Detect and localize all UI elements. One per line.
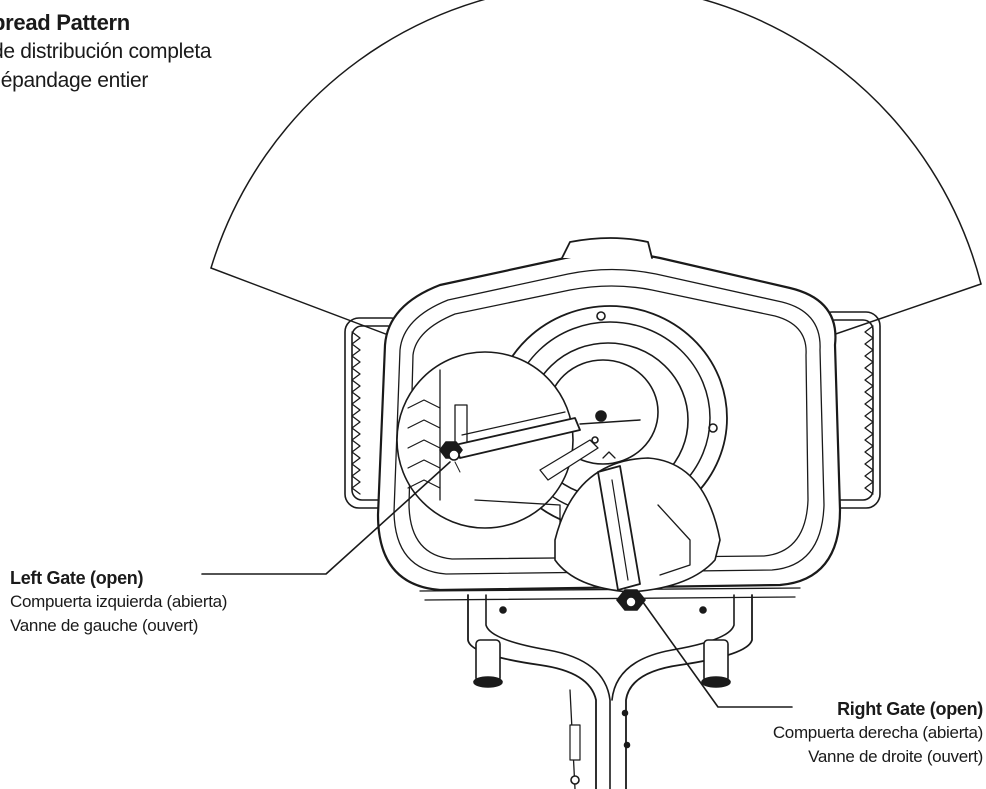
leader-lines bbox=[201, 461, 793, 708]
spreader-frame bbox=[467, 594, 753, 789]
left-gate-french: Vanne de gauche (ouvert) bbox=[10, 616, 199, 635]
left-gate-detail bbox=[396, 351, 641, 529]
spread-pattern-title: pread Pattern de distribución completa l… bbox=[0, 8, 212, 95]
right-gate-french: Vanne de droite (ouvert) bbox=[808, 747, 983, 766]
title-line-english: pread Pattern bbox=[0, 10, 130, 35]
left-gate-english: Left Gate (open) bbox=[10, 568, 144, 588]
right-gate-english: Right Gate (open) bbox=[837, 699, 983, 719]
title-line-french: l’épandage entier bbox=[0, 69, 149, 92]
right-gate-detail bbox=[554, 451, 721, 611]
title-line-spanish: de distribución completa bbox=[0, 40, 212, 63]
right-gate-label: Right Gate (open) Compuerta derecha (abi… bbox=[773, 697, 983, 769]
left-gate-label: Left Gate (open) Compuerta izquierda (ab… bbox=[10, 566, 227, 638]
right-gate-spanish: Compuerta derecha (abierta) bbox=[772, 723, 983, 742]
left-gate-spanish: Compuerta izquierda (abierta) bbox=[10, 592, 228, 611]
